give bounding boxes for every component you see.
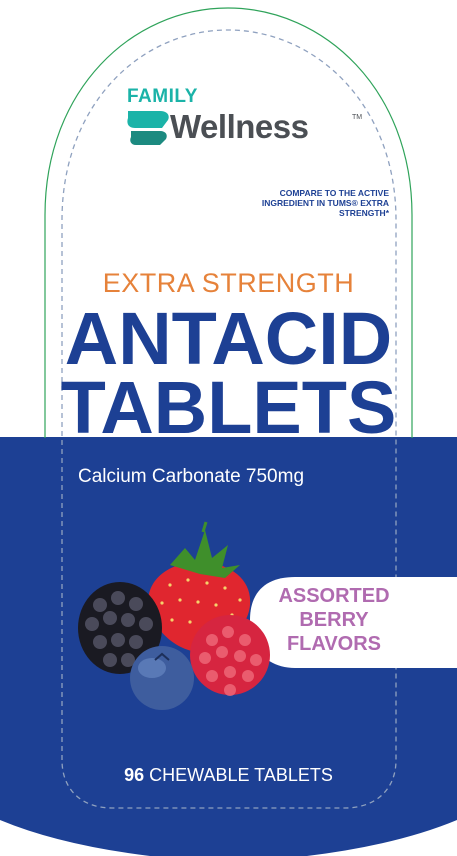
brand-family: FAMILY <box>127 86 198 107</box>
dashed-border <box>61 29 397 809</box>
strength-label: EXTRA STRENGTH <box>102 268 355 298</box>
product-title-line1: ANTACID <box>64 297 393 380</box>
product-title-line2: TABLETS <box>60 366 397 449</box>
brand-wellness: Wellness <box>170 108 309 145</box>
tablet-count: 96 CHEWABLE TABLETS <box>0 765 457 786</box>
flavor-line3: FLAVORS <box>286 633 382 655</box>
active-ingredient: Calcium Carbonate 750mg <box>78 466 305 487</box>
compare-statement: COMPARE TO THE ACTIVE INGREDIENT IN TUMS… <box>261 188 389 218</box>
mixed-berries-illustration <box>78 521 270 710</box>
flavor-line1: ASSORTED <box>278 585 390 607</box>
flavor-text: ASSORTED BERRY FLAVORS <box>259 584 409 656</box>
flavor-tab <box>250 577 457 668</box>
trademark: TM <box>352 114 363 121</box>
leaf-swoosh-icon <box>127 111 169 145</box>
count-label: CHEWABLE TABLETS <box>149 765 333 785</box>
capsule-outline <box>44 7 413 438</box>
count-number: 96 <box>124 765 145 785</box>
flavor-line2: BERRY <box>299 609 369 631</box>
